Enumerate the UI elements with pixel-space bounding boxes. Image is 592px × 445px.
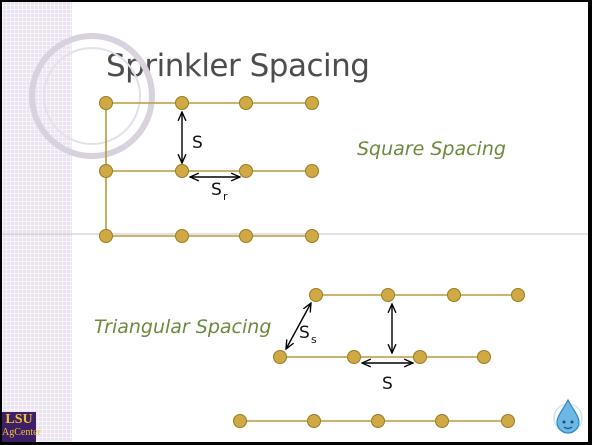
sprinkler-head	[305, 96, 319, 110]
sprinkler-head	[511, 288, 525, 302]
sprinkler-head	[305, 229, 319, 243]
sprinkler-head	[305, 164, 319, 178]
side-spacing-arrow	[286, 303, 311, 349]
square-grid: S S r	[99, 96, 319, 243]
sprinkler-head	[239, 229, 253, 243]
sprinkler-head	[239, 96, 253, 110]
sprinkler-head	[175, 164, 189, 178]
sprinkler-head	[99, 96, 113, 110]
sprinkler-head	[99, 164, 113, 178]
square-spacing-label: Square Spacing	[357, 138, 506, 160]
slide: Sprinkler Spacing Square Spacing Triangu…	[2, 2, 588, 442]
row-spacing-subscript: r	[223, 190, 228, 203]
sprinkler-head	[347, 350, 361, 364]
spacing-diagram: S S r S s	[2, 33, 588, 434]
sprinkler-head	[233, 414, 247, 428]
sprinkler-head	[371, 414, 385, 428]
row-spacing-text: S	[211, 180, 222, 200]
water-drop-icon	[553, 398, 583, 434]
sprinkler-head	[239, 164, 253, 178]
sprinkler-head	[273, 350, 287, 364]
sprinkler-head	[309, 288, 323, 302]
sprinkler-head	[413, 350, 427, 364]
triangular-row-text: S	[382, 374, 393, 394]
side-spacing-text: S	[299, 323, 310, 343]
sprinkler-head	[447, 288, 461, 302]
sprinkler-head	[501, 414, 515, 428]
side-spacing-subscript: s	[311, 333, 317, 346]
sprinkler-head	[477, 350, 491, 364]
square-spacing-text: S	[192, 133, 203, 153]
sprinkler-head	[99, 229, 113, 243]
sprinkler-head	[381, 288, 395, 302]
sprinkler-head	[307, 414, 321, 428]
triangular-grid: S s S	[233, 288, 525, 428]
triangular-spacing-label: Triangular Spacing	[94, 316, 272, 338]
sprinkler-head	[435, 414, 449, 428]
logo-bottom-text: AgCenter	[2, 427, 41, 438]
lsu-agcenter-logo: LSU AgCenter	[2, 412, 41, 442]
sprinkler-head	[175, 229, 189, 243]
decorative-circles	[29, 33, 155, 159]
logo-top-text: LSU	[5, 412, 33, 427]
sprinkler-head	[175, 96, 189, 110]
